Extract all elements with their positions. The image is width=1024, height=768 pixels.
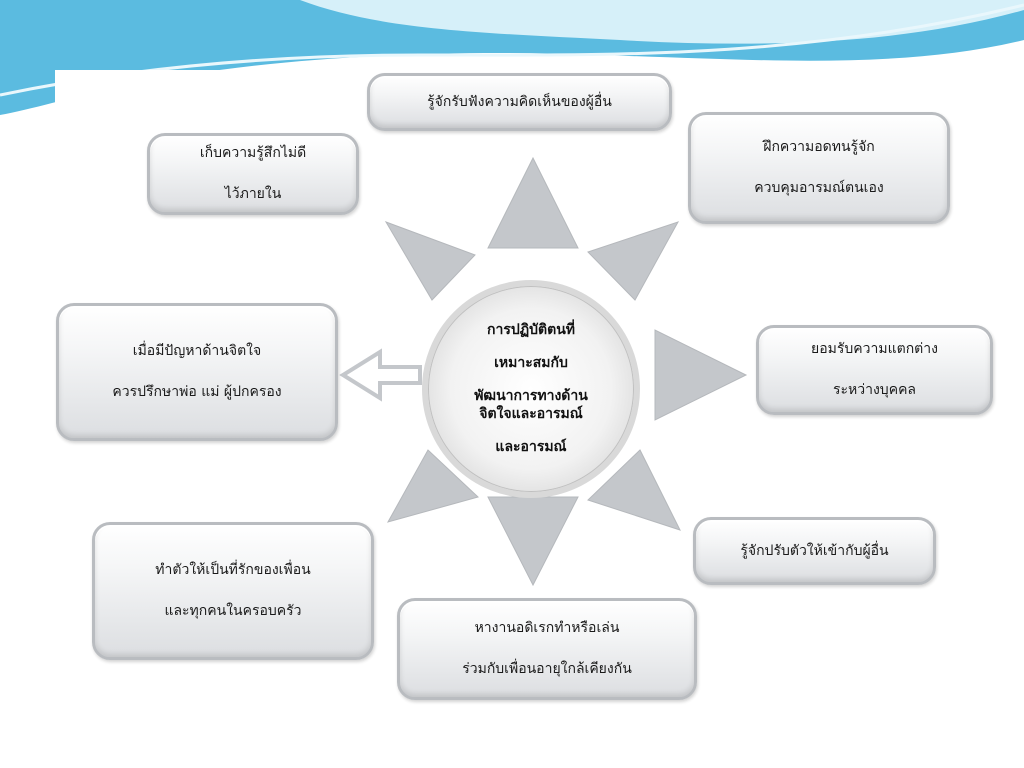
box-top-left-line-2: ไว้ภายใน bbox=[224, 186, 282, 202]
ray-top bbox=[487, 156, 579, 249]
center-line-1: การปฏิบัติตนที่ bbox=[486, 321, 575, 338]
box-bottom-right: รู้จักปรับตัวให้เข้ากับผู้อื่น bbox=[693, 517, 936, 585]
box-left: เมื่อมีปัญหาด้านจิตใจ ควรปรึกษาพ่อ แม่ ผ… bbox=[56, 303, 338, 441]
box-bottom-left: ทำตัวให้เป็นที่รักของเพื่อน และทุกคนในคร… bbox=[92, 522, 374, 660]
top-wave-light bbox=[300, 0, 1024, 44]
box-bottom-line-2: ร่วมกับเพื่อนอายุใกล้เคียงกัน bbox=[462, 661, 632, 677]
box-top-left-line-1: เก็บความรู้สึกไม่ดี bbox=[199, 145, 307, 162]
center-line-3: พัฒนาการทางด้าน bbox=[474, 387, 588, 404]
box-right: ยอมรับความแตกต่าง ระหว่างบุคคล bbox=[756, 325, 993, 415]
box-bottom: หางานอดิเรกทำหรือเล่น ร่วมกับเพื่อนอายุใ… bbox=[397, 598, 697, 700]
ray-bottom bbox=[487, 496, 579, 587]
left-arrow bbox=[339, 348, 422, 402]
box-top-line-1: รู้จักรับฟังความคิดเห็นของผู้อื่น bbox=[427, 93, 612, 110]
box-right-line-1: ยอมรับความแตกต่าง bbox=[811, 341, 938, 358]
ray-right bbox=[654, 329, 748, 421]
center-circle: การปฏิบัติตนที่ เหมาะสมกับ พัฒนาการทางด้… bbox=[422, 280, 640, 498]
box-left-line-2: ควรปรึกษาพ่อ แม่ ผู้ปกครอง bbox=[112, 384, 282, 400]
box-top-right: ฝึกความอดทนรู้จัก ควบคุมอารมณ์ตนเอง bbox=[688, 112, 950, 224]
box-left-line-1: เมื่อมีปัญหาด้านจิตใจ bbox=[132, 343, 262, 360]
box-bottom-right-line-1: รู้จักปรับตัวให้เข้ากับผู้อื่น bbox=[740, 542, 889, 559]
box-top-right-line-2: ควบคุมอารมณ์ตนเอง bbox=[754, 180, 884, 196]
box-bottom-left-line-2: และทุกคนในครอบครัว bbox=[164, 603, 302, 619]
box-right-line-2: ระหว่างบุคคล bbox=[832, 382, 917, 398]
box-top-left: เก็บความรู้สึกไม่ดี ไว้ภายใน bbox=[147, 133, 359, 215]
box-top: รู้จักรับฟังความคิดเห็นของผู้อื่น bbox=[367, 73, 672, 131]
box-top-right-line-1: ฝึกความอดทนรู้จัก bbox=[763, 139, 875, 156]
ray-bottom-right bbox=[587, 449, 681, 531]
ray-top-right bbox=[587, 221, 680, 301]
center-line-2: เหมาะสมกับ bbox=[494, 354, 568, 371]
center-line-5: และอารมณ์ bbox=[495, 439, 567, 456]
center-line-4: จิตใจและอารมณ์ bbox=[479, 406, 583, 423]
ray-bottom-left bbox=[386, 449, 479, 523]
box-bottom-line-1: หางานอดิเรกทำหรือเล่น bbox=[474, 620, 620, 637]
box-bottom-left-line-1: ทำตัวให้เป็นที่รักของเพื่อน bbox=[155, 562, 311, 579]
ray-top-left bbox=[384, 221, 476, 301]
